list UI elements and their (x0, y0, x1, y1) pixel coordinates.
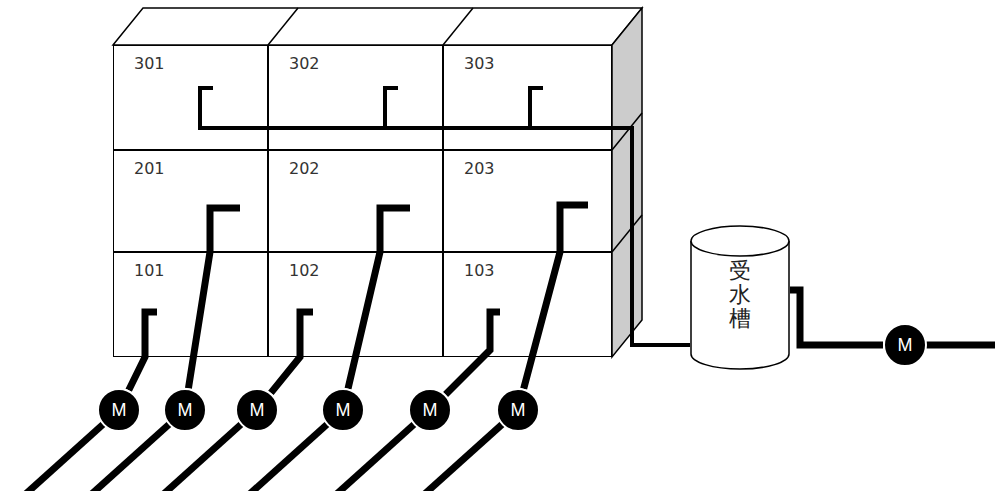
room-box: 201 (113, 150, 268, 252)
room-number: 202 (289, 159, 320, 178)
water-meter: M (163, 388, 207, 432)
water-pipe (446, 312, 500, 394)
room-number: 302 (289, 54, 320, 73)
water-meter: M (97, 388, 141, 432)
side-face (612, 8, 642, 357)
water-meter: M (408, 388, 452, 432)
meter-label: M (250, 401, 265, 419)
tank-body (691, 241, 789, 369)
room-box: 101 (113, 252, 268, 357)
water-meter: M (235, 388, 279, 432)
water-pipe (271, 312, 313, 393)
room-box: 301 (113, 45, 268, 150)
meter-label: M (112, 401, 127, 419)
meter-label: M (898, 336, 913, 354)
room-number: 301 (134, 54, 165, 73)
side-line (612, 215, 642, 252)
roof-line (443, 8, 473, 45)
roof-face (113, 8, 642, 45)
water-meter: M (496, 388, 540, 432)
supply-pipes (19, 345, 995, 491)
side-line (612, 113, 642, 150)
room-number: 102 (289, 261, 320, 280)
water-pipe (524, 205, 588, 389)
front-face (113, 45, 612, 357)
water-meter: M (883, 323, 927, 367)
roof-line (268, 8, 298, 45)
room-box: 302 (268, 45, 443, 150)
water-pipe (129, 312, 157, 390)
room-number: 203 (464, 159, 495, 178)
meter-label: M (336, 401, 351, 419)
meter-label: M (511, 401, 526, 419)
water-tank: 受水槽 (690, 225, 790, 370)
room-box: 102 (268, 252, 443, 357)
water-pipe (200, 88, 690, 345)
water-pipe (790, 290, 883, 345)
meter-label: M (178, 401, 193, 419)
room-box: 303 (443, 45, 612, 150)
water-meter: M (321, 388, 365, 432)
room-number: 101 (134, 261, 165, 280)
tank-label: 受水槽 (729, 259, 751, 332)
room-number: 201 (134, 159, 165, 178)
meter-label: M (423, 401, 438, 419)
water-pipe (530, 88, 690, 345)
water-pipe (348, 208, 410, 389)
water-pipe (385, 88, 690, 345)
room-number: 103 (464, 261, 495, 280)
tank-top (691, 226, 789, 256)
room-box: 202 (268, 150, 443, 252)
room-box: 103 (443, 252, 612, 357)
room-number: 303 (464, 54, 495, 73)
water-pipe (188, 208, 240, 388)
room-box: 203 (443, 150, 612, 252)
